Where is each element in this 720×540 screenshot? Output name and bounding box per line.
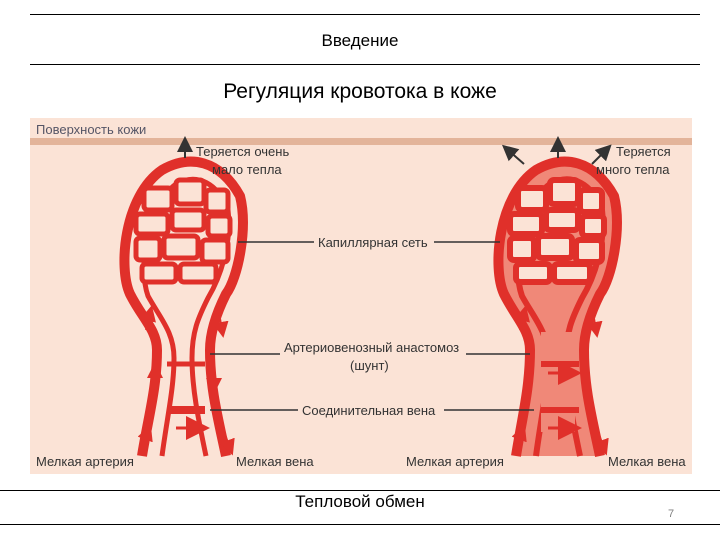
blood-flow-diagram: Поверхность кожи Теряется очень мало теп… bbox=[30, 118, 692, 474]
right-artery-arrow bbox=[511, 424, 527, 449]
footer-title: Тепловой обмен bbox=[295, 492, 425, 511]
right-heat-loss-label-line1: Теряется bbox=[616, 144, 671, 159]
left-flow-arrow-down bbox=[212, 312, 229, 338]
left-heat-loss-label-line1: Теряется очень bbox=[196, 144, 289, 159]
footer-rule-top bbox=[0, 490, 720, 491]
right-heat-loss-arrow-right bbox=[591, 144, 612, 165]
left-flow-arrow-up bbox=[140, 305, 156, 331]
left-vein-label: Мелкая вена bbox=[236, 454, 314, 469]
page-number: 7 bbox=[668, 508, 675, 520]
skin-surface-band bbox=[30, 138, 692, 145]
right-vein-label: Мелкая вена bbox=[608, 454, 686, 469]
right-flow-arrow-down bbox=[586, 312, 603, 338]
right-heat-loss-arrow-left bbox=[501, 144, 525, 165]
right-vein-arrow bbox=[593, 431, 609, 456]
connecting-vein-label: Соединительная вена bbox=[302, 403, 436, 418]
left-artery-arrow bbox=[137, 424, 153, 449]
right-artery-label: Мелкая артерия bbox=[406, 454, 504, 469]
header-rule-top bbox=[30, 14, 700, 15]
header-rule-bottom bbox=[30, 64, 700, 65]
capillary-network-label: Капиллярная сеть bbox=[318, 235, 428, 250]
slide-subtitle: Регуляция кровотока в коже bbox=[223, 80, 497, 103]
left-vein-arrow bbox=[219, 431, 235, 456]
anastomosis-label-line2: (шунт) bbox=[350, 358, 389, 373]
left-heat-loss-label-line2: мало тепла bbox=[212, 162, 282, 177]
header-title: Введение bbox=[321, 31, 399, 50]
skin-surface-label: Поверхность кожи bbox=[36, 122, 146, 137]
right-flow-arrow-up bbox=[514, 305, 530, 331]
left-vessel-loop bbox=[119, 156, 248, 458]
anastomosis-label-line1: Артериовенозный анастомоз bbox=[284, 340, 459, 355]
right-heat-loss-label-line2: много тепла bbox=[596, 162, 670, 177]
left-artery-label: Мелкая артерия bbox=[36, 454, 134, 469]
footer-rule-bottom bbox=[0, 524, 720, 525]
